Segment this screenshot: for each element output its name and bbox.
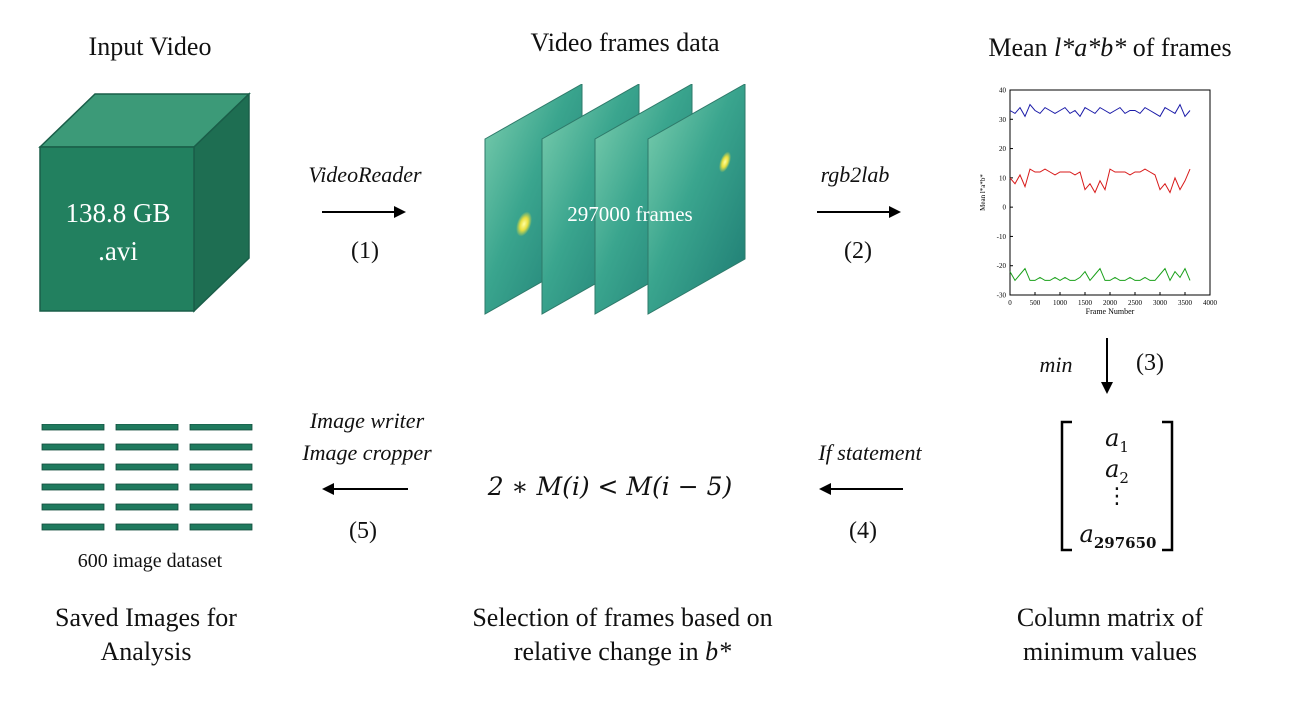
arrow5-label-cropper: Image cropper [302, 440, 432, 465]
arrow2-right [817, 206, 901, 218]
arrow5-label-writer: Image writer [309, 408, 425, 433]
x-tick-label: 4000 [1203, 299, 1218, 307]
chart-xlabel: Frame Number [1086, 307, 1135, 316]
step5-label: (5) [349, 518, 377, 544]
saved-images-caption: Saved Images for Analysis [30, 601, 262, 669]
dataset-image-strip [189, 483, 253, 491]
x-tick-label: 3000 [1153, 299, 1168, 307]
matrix-entry-a2-base: a [1105, 455, 1120, 483]
matrix-entry-last-base: a [1079, 520, 1094, 548]
step4-label: (4) [849, 518, 877, 544]
selection-caption: Selection of frames based on relative ch… [440, 601, 805, 669]
y-tick-label: -20 [997, 262, 1007, 270]
dataset-image-strip [189, 463, 253, 471]
arrow1-label: VideoReader [308, 162, 422, 187]
mean-lab-title-var: l*a*b* [1054, 33, 1127, 62]
frames-data-title: Video frames data [530, 28, 720, 57]
selection-caption-line2: relative change in b* [440, 635, 805, 669]
series-line-2 [1009, 168, 1191, 194]
series-line-3 [1009, 267, 1191, 282]
selection-caption-line2-text: relative change in [513, 637, 706, 666]
arrow5-left [322, 483, 408, 495]
image-dataset-grid [41, 424, 253, 531]
arrow4-left [819, 483, 903, 495]
dataset-image-strip [115, 443, 179, 451]
x-tick-label: 1500 [1078, 299, 1093, 307]
step3-label: (3) [1136, 350, 1164, 376]
x-tick-label: 2500 [1128, 299, 1143, 307]
arrow1-right [322, 206, 406, 218]
x-tick-label: 0 [1008, 299, 1012, 307]
frames-count-label: 297000 frames [567, 202, 693, 226]
cube-size-label: 138.8 GB [65, 198, 171, 228]
matrix-vertical-dots: ⋮ [1106, 484, 1128, 509]
matrix-entry-a1: a1 [1070, 424, 1164, 456]
dataset-image-strip [115, 483, 179, 491]
matrix-entry-a1-sub: 1 [1119, 437, 1129, 456]
chart-plot-frame [1009, 89, 1211, 296]
dataset-image-strip [189, 523, 253, 531]
dataset-image-strip [189, 503, 253, 511]
step2-label: (2) [844, 238, 872, 264]
dataset-image-strip [115, 523, 179, 531]
dataset-image-strip [41, 523, 105, 531]
chart-ylabel: Mean l*a*b* [979, 174, 987, 211]
arrow3-label: min [1039, 352, 1073, 377]
arrow3-down [1101, 338, 1113, 394]
y-tick-label: 20 [999, 145, 1007, 153]
column-caption-line2: minimum values [1022, 637, 1198, 666]
x-tick-label: 1000 [1053, 299, 1068, 307]
y-tick-label: -30 [997, 292, 1007, 300]
dataset-image-strip [41, 503, 105, 511]
mean-lab-title-pre: Mean [988, 33, 1055, 62]
matrix-entry-a2-sub: 2 [1119, 468, 1129, 487]
dataset-image-strip [41, 483, 105, 491]
y-tick-label: 0 [1003, 204, 1007, 212]
cube-ext-label: .avi [98, 236, 138, 266]
y-tick-label: 10 [999, 174, 1007, 182]
selection-condition: 2 ∗ M(i) < M(i − 5) [487, 472, 733, 501]
arrow4-label: If statement [818, 440, 922, 465]
mean-lab-title-post: of frames [1126, 33, 1232, 62]
dataset-image-strip [41, 463, 105, 471]
video-cube-icon [38, 92, 251, 313]
matrix-entry-a1-base: a [1105, 424, 1120, 452]
dataset-image-strip [41, 424, 105, 431]
matrix-entry-last-sub: 297650 [1093, 533, 1157, 552]
matrix-entry-a2: a2 [1070, 455, 1164, 487]
mean-lab-chart: 0 500 1000 1500 2000 2500 3000 3500 4000 -30 -20 -1… [979, 87, 1218, 317]
column-matrix-caption: Column matrix of minimum values [985, 601, 1235, 669]
step1-label: (1) [351, 238, 379, 264]
x-tick-label: 2000 [1103, 299, 1118, 307]
input-video-title: Input Video [88, 32, 212, 61]
y-tick-label: 40 [999, 87, 1007, 95]
saved-caption-line1: Saved Images for [55, 603, 237, 632]
dataset-image-strip [115, 503, 179, 511]
dataset-image-strip [115, 424, 179, 431]
x-tick-label: 500 [1030, 299, 1041, 307]
dataset-label: 600 image dataset [77, 550, 223, 572]
video-frames-stack [484, 84, 746, 315]
dataset-image-strip [189, 443, 253, 451]
matrix-brackets [1060, 420, 1174, 552]
column-caption-line1: Column matrix of [1016, 603, 1204, 632]
matrix-entry-last: a297650 [1062, 520, 1174, 552]
y-tick-label: -10 [997, 233, 1007, 241]
arrow2-label: rgb2lab [820, 162, 890, 187]
frame-4 [647, 84, 746, 315]
selection-caption-line1: Selection of frames based on [472, 603, 773, 632]
dataset-image-strip [41, 443, 105, 451]
y-tick-label: 30 [999, 116, 1007, 124]
saved-caption-line2: Analysis [100, 637, 192, 666]
series-line-1 [1009, 103, 1191, 118]
selection-caption-var: b* [705, 637, 732, 666]
x-tick-label: 3500 [1178, 299, 1193, 307]
mean-lab-title: Mean l*a*b* of frames [960, 33, 1260, 63]
dataset-image-strip [189, 424, 253, 431]
dataset-image-strip [115, 463, 179, 471]
